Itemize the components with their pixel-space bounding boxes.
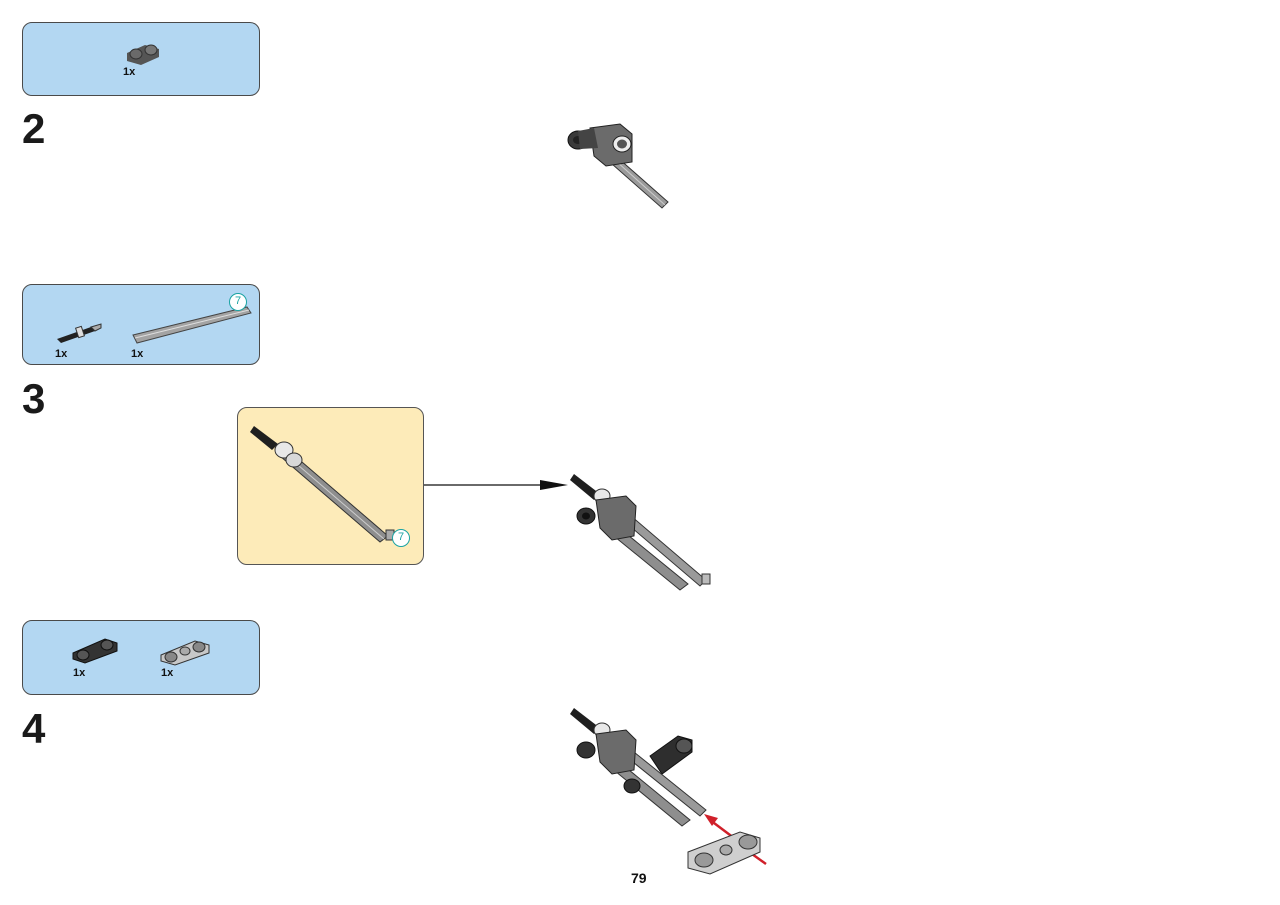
assembly-step-2-illustration [567,123,669,209]
part-quantity: 1x [55,348,68,360]
subassembly-axle-illustration [250,426,395,543]
light-connector-icon [160,640,210,666]
step-number: 3 [22,375,46,422]
attach-arrow [424,480,568,490]
assembly-step-3-illustration [570,474,711,591]
assembly-step-4-illustration [570,708,767,875]
step-number: 4 [22,705,46,752]
axle-length-badge: 7 [392,529,410,547]
dark-connector-icon [72,638,118,664]
part-quantity: 1x [123,66,136,78]
part-quantity: 1x [73,667,86,679]
subassembly-callout: 7 [237,407,424,565]
parts-list-step-2: 1x [22,22,260,96]
step-number: 2 [22,105,46,152]
part-quantity: 1x [161,667,174,679]
pin-connector-icon [127,44,159,65]
parts-list-step-4: 1x 1x [22,620,260,695]
part-quantity: 1x [131,348,144,360]
axle-length-7-icon [132,306,252,344]
parts-list-step-3: 1x 1x 7 [22,284,260,365]
axle-with-stop-icon [57,323,102,343]
page-number: 79 [631,870,647,886]
axle-length-badge: 7 [229,293,247,311]
